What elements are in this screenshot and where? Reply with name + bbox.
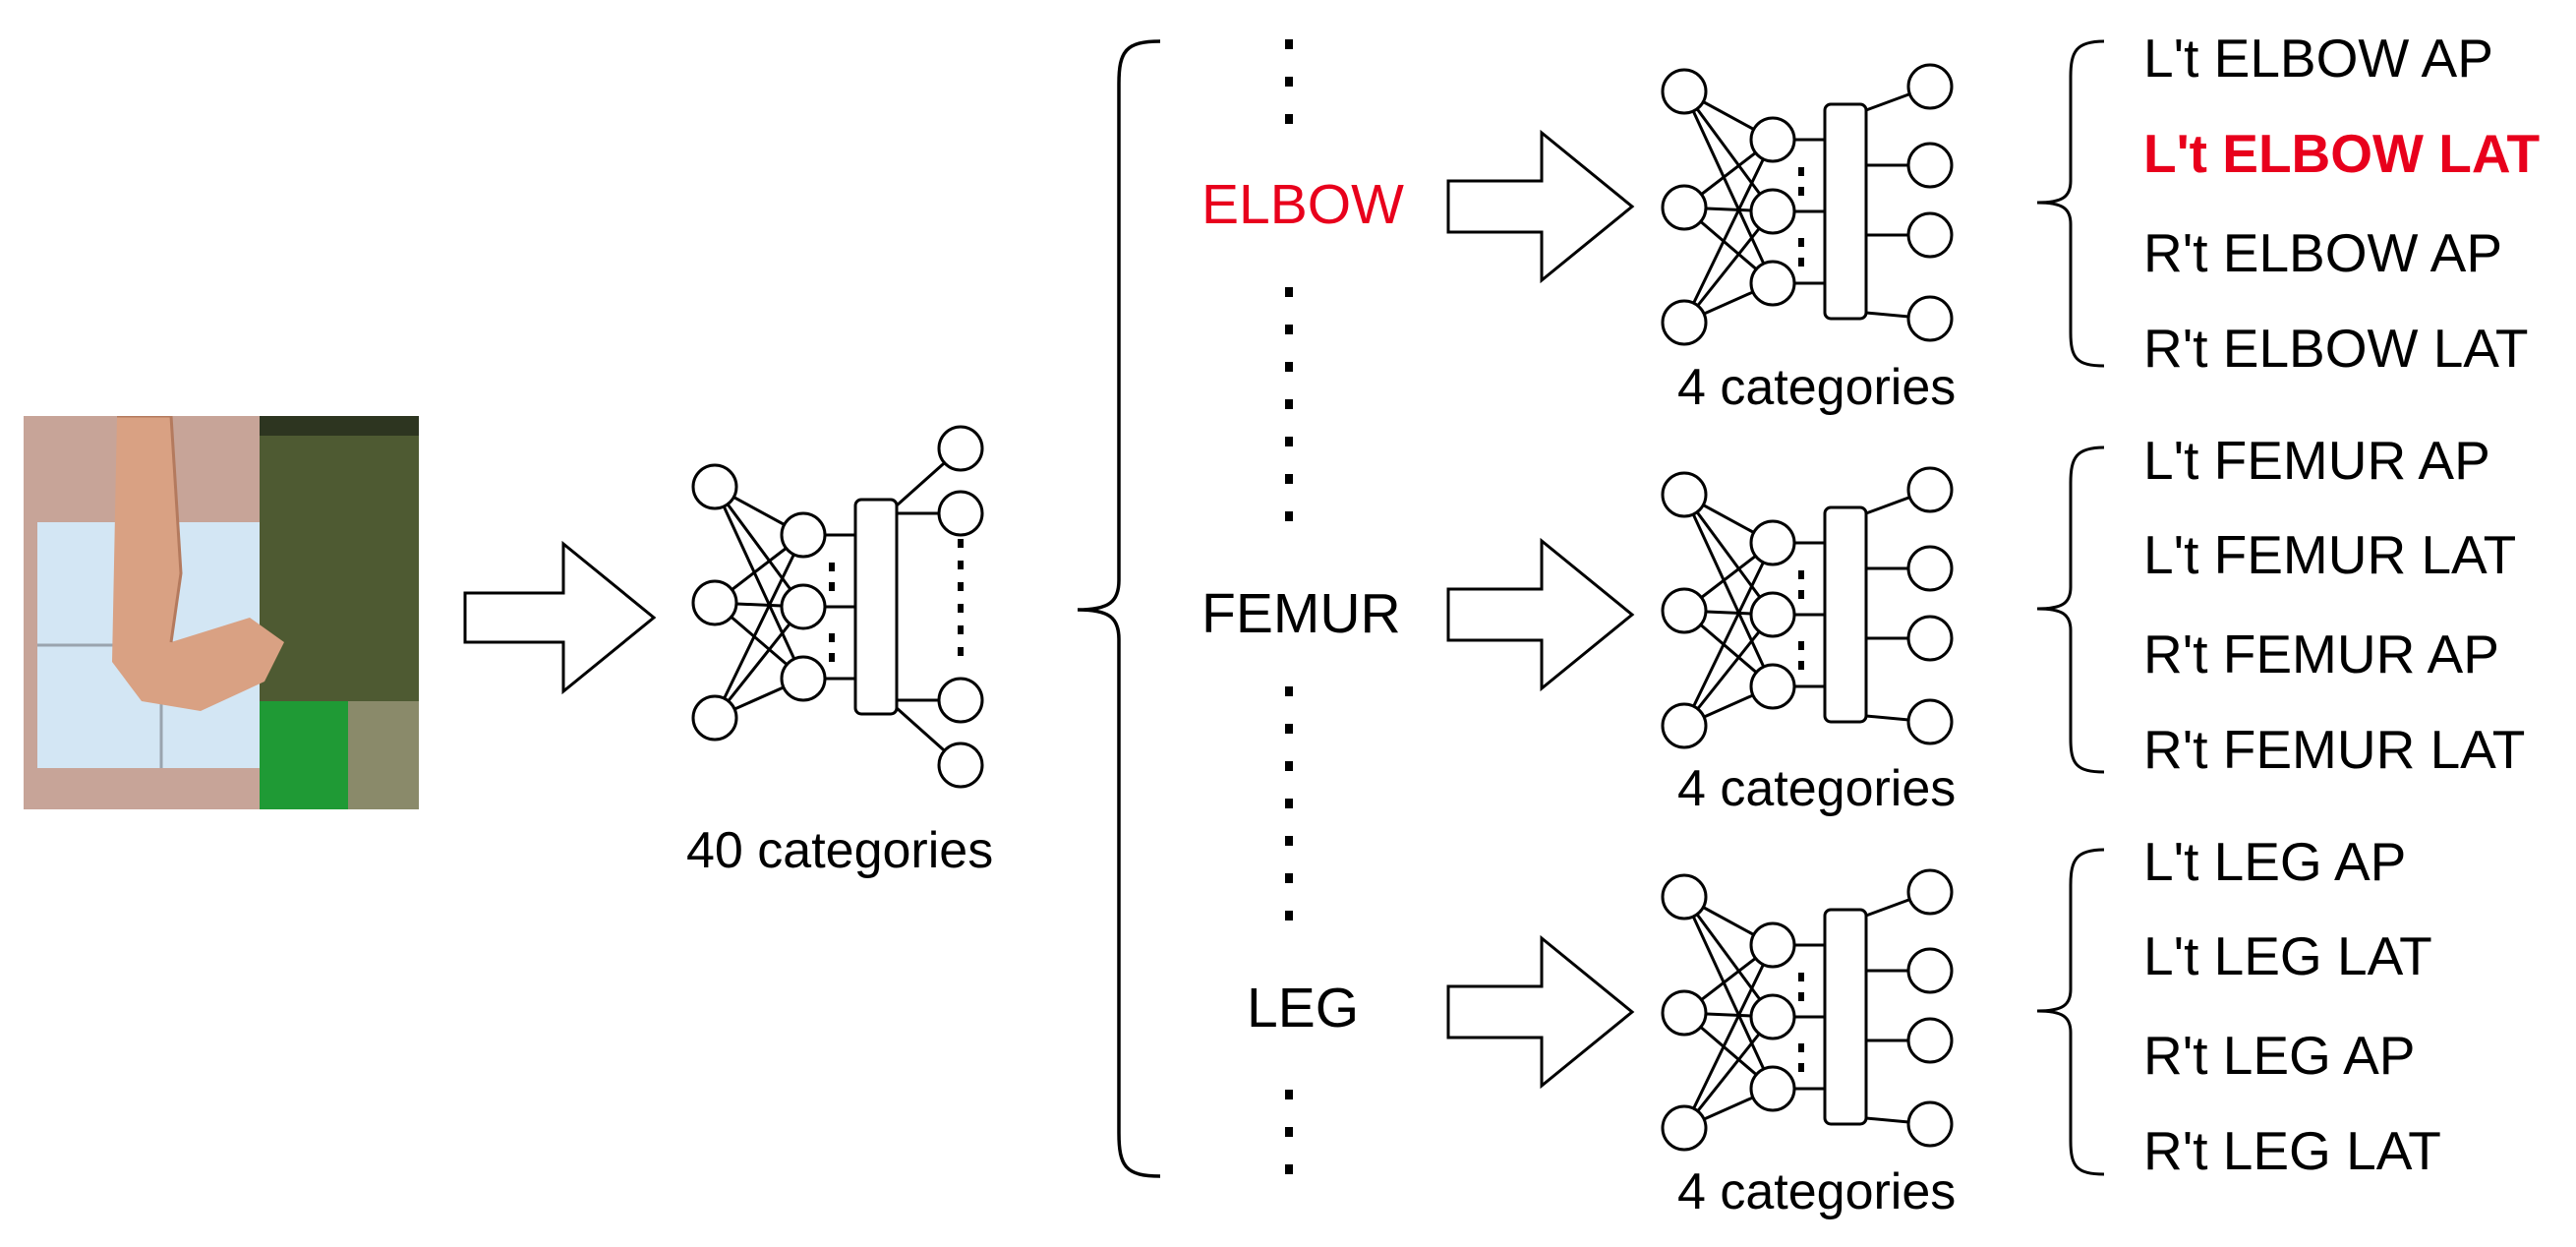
network-node [1906,1100,1954,1148]
network-node [1749,260,1796,307]
network-node [780,655,827,702]
network-node [1661,587,1708,634]
leg-output-brace [2036,848,2105,1176]
network-node [1661,68,1708,115]
network-node [1906,142,1954,189]
main-network-icon [691,425,984,789]
network-node [937,742,984,789]
output-label: R't FEMUR LAT [2143,719,2526,780]
network-node [1661,471,1708,518]
output-label: R't LEG AP [2143,1025,2416,1086]
output-label: L't ELBOW AP [2143,28,2493,89]
network-node [937,677,984,724]
leg-network-label: 4 categories [1677,1163,1957,1220]
region-label-leg: LEG [1247,977,1360,1039]
femur-network-icon [1661,466,1954,749]
region-ellipsis-dots [1285,39,1293,1174]
network-node [691,579,738,626]
network-node [1661,299,1708,346]
network-node [691,694,738,742]
network-node [1906,615,1954,662]
femur-arrow [1446,537,1635,692]
region-label-femur: FEMUR [1201,582,1401,645]
network-node [1749,1065,1796,1112]
leg-network-icon [1661,868,1954,1152]
leg-arrow [1446,934,1635,1090]
network-node [780,583,827,630]
network-node [1906,698,1954,745]
elbow-output-brace [2036,39,2105,368]
output-label: R't ELBOW AP [2143,222,2503,283]
network-node [1906,295,1954,342]
femur-output-brace [2036,445,2105,774]
input-arrow [463,540,657,695]
output-label: R't FEMUR AP [2143,624,2499,684]
network-node [1906,868,1954,916]
output-label: L't FEMUR AP [2143,430,2490,491]
elbow-network-icon [1661,63,1954,346]
region-brace [1077,39,1161,1178]
femur-network-label: 4 categories [1677,760,1957,817]
network-node [937,490,984,537]
network-node [1749,519,1796,566]
network-node [1906,947,1954,994]
output-label: L't LEG AP [2143,831,2407,892]
region-label-elbow: ELBOW [1201,173,1404,236]
input-arm-photo [24,416,419,809]
network-node [1661,184,1708,231]
output-label: R't LEG LAT [2143,1120,2441,1181]
elbow-network-label: 4 categories [1677,359,1957,416]
network-node [691,463,738,510]
network-node [780,511,827,559]
network-node [1906,545,1954,592]
network-node [1661,873,1708,920]
network-node [1661,1104,1708,1152]
elbow-arrow [1446,129,1635,284]
network-node [1906,466,1954,513]
network-node [1749,663,1796,710]
network-node [1749,993,1796,1040]
network-node [1749,921,1796,969]
main-network-label: 40 categories [686,822,994,879]
output-label: R't ELBOW LAT [2143,318,2529,379]
output-label: L't FEMUR LAT [2143,524,2517,585]
network-node [1749,188,1796,235]
output-label-highlighted: L't ELBOW LAT [2143,123,2541,184]
network-node [1749,591,1796,638]
network-node [1906,1017,1954,1064]
network-node [1906,211,1954,259]
network-node [937,425,984,472]
network-node [1661,989,1708,1037]
network-node [1749,116,1796,163]
output-label: L't LEG LAT [2143,925,2432,986]
network-node [1906,63,1954,110]
network-node [1661,702,1708,749]
